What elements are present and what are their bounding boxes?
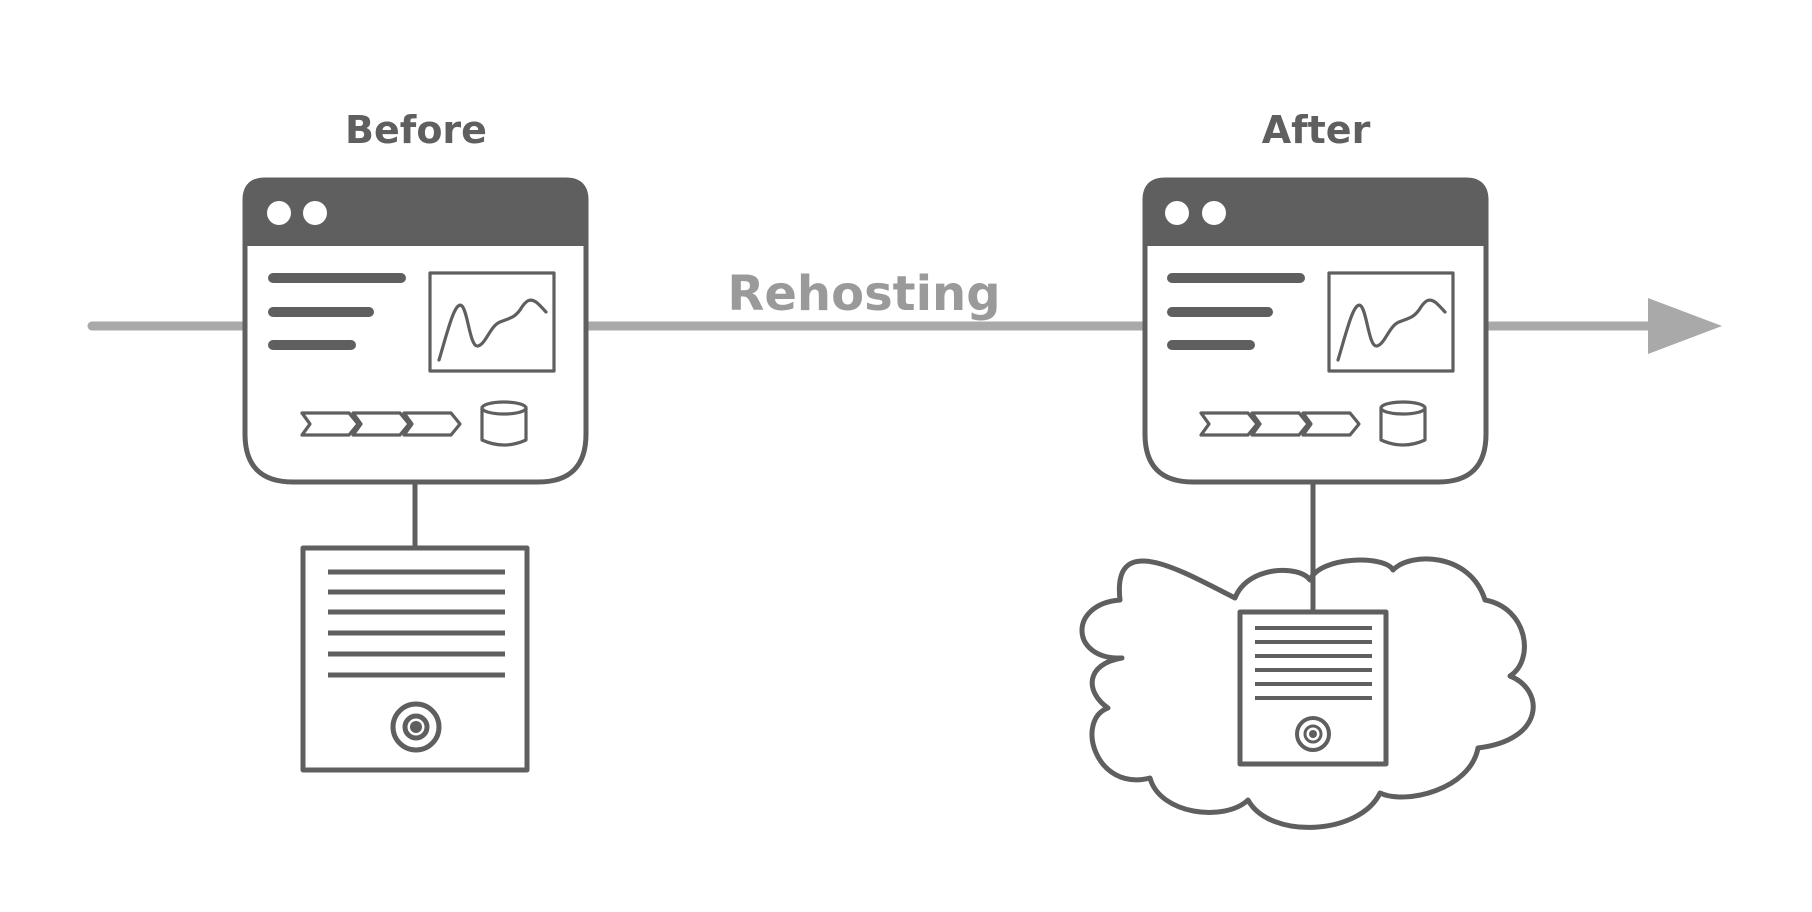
before-label: Before	[345, 108, 487, 152]
window-dot-icon	[1165, 201, 1189, 225]
window-dot-icon	[303, 201, 327, 225]
right-arrow-icon	[1648, 298, 1722, 354]
window-dot-icon	[267, 201, 291, 225]
database-icon	[1379, 400, 1427, 447]
server-icon	[300, 545, 530, 773]
after-app-window	[1142, 177, 1489, 485]
after-label: After	[1262, 108, 1371, 152]
mini-chart-icon	[428, 271, 556, 373]
window-dot-icon	[1202, 201, 1226, 225]
pipeline-icon	[1199, 411, 1361, 437]
before-app-window	[242, 177, 589, 485]
mini-chart-icon	[1327, 271, 1455, 373]
process-label: Rehosting	[727, 266, 1000, 322]
database-icon	[480, 400, 528, 447]
cloud-icon	[1079, 556, 1536, 830]
pipeline-icon	[300, 411, 462, 437]
server-icon	[1237, 609, 1389, 767]
